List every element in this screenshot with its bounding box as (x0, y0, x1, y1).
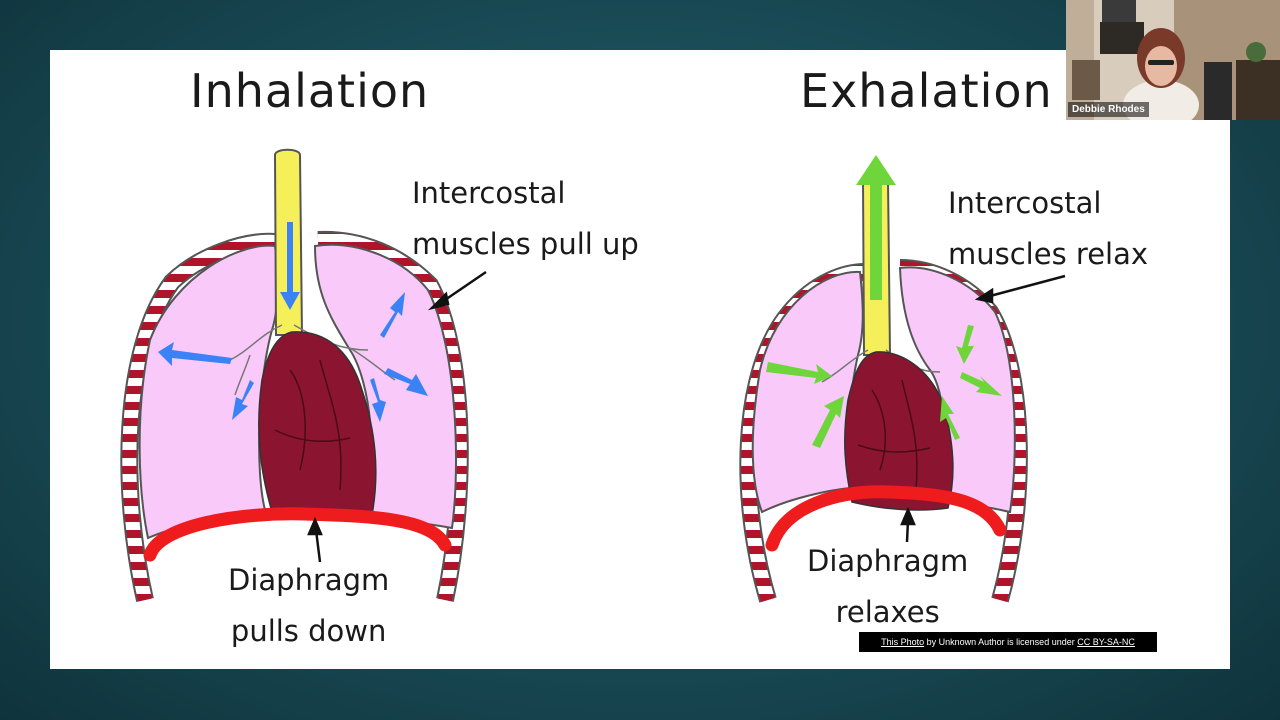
exhale-left-lung (751, 270, 864, 514)
exhale-diaphragm-line1: Diaphragm (807, 544, 969, 578)
photo-attribution: This Photo by Unknown Author is licensed… (859, 632, 1157, 652)
inhale-diaphragm-line1: Diaphragm (228, 563, 390, 597)
participant-video-feed (1066, 0, 1280, 120)
exhale-diaphragm (765, 485, 1007, 552)
participant-name: Debbie Rhodes (1068, 102, 1149, 117)
participant-video-tile[interactable]: Debbie Rhodes (1066, 0, 1280, 120)
attribution-text: by Unknown Author is licensed under (924, 637, 1078, 647)
pointer-arrowhead (427, 291, 450, 311)
exhale-diaphragm-line2: relaxes (835, 595, 940, 629)
pointer-arrowhead (307, 516, 323, 536)
inhale-intercostal-line2: muscles pull up (412, 227, 639, 261)
inhalation-diagram (120, 148, 469, 602)
photo-link[interactable]: This Photo (881, 637, 925, 647)
exhalation-title: Exhalation (800, 64, 1053, 118)
inhale-diaphragm-line2: pulls down (230, 614, 387, 648)
blue-arrow-icon (158, 222, 428, 422)
pointer-arrows (307, 270, 1066, 563)
pointer-arrowhead (974, 287, 994, 304)
inhale-diaphragm (143, 507, 452, 562)
presentation-slide: Inhalation Exhalation Intercostal muscle… (50, 50, 1230, 669)
exhale-heart (844, 351, 954, 511)
exhale-diaphragm-label: Diaphragm relaxes (807, 536, 968, 638)
pointer-arrowhead (900, 506, 916, 526)
inhalation-title: Inhalation (190, 64, 430, 118)
exhale-intercostal-line1: Intercostal (948, 186, 1102, 220)
inhale-intercostal-line1: Intercostal (412, 176, 566, 210)
exhalation-diagram (739, 155, 1028, 603)
inhale-diaphragm-label: Diaphragm pulls down (228, 555, 389, 657)
inhale-intercostal-label: Intercostal muscles pull up (412, 168, 639, 270)
exhale-intercostal-line2: muscles relax (948, 237, 1149, 271)
green-arrow-icon (766, 155, 1002, 448)
license-link[interactable]: CC BY-SA-NC (1077, 637, 1135, 647)
breathing-diagram (120, 148, 1066, 603)
exhale-intercostal-label: Intercostal muscles relax (948, 178, 1148, 280)
